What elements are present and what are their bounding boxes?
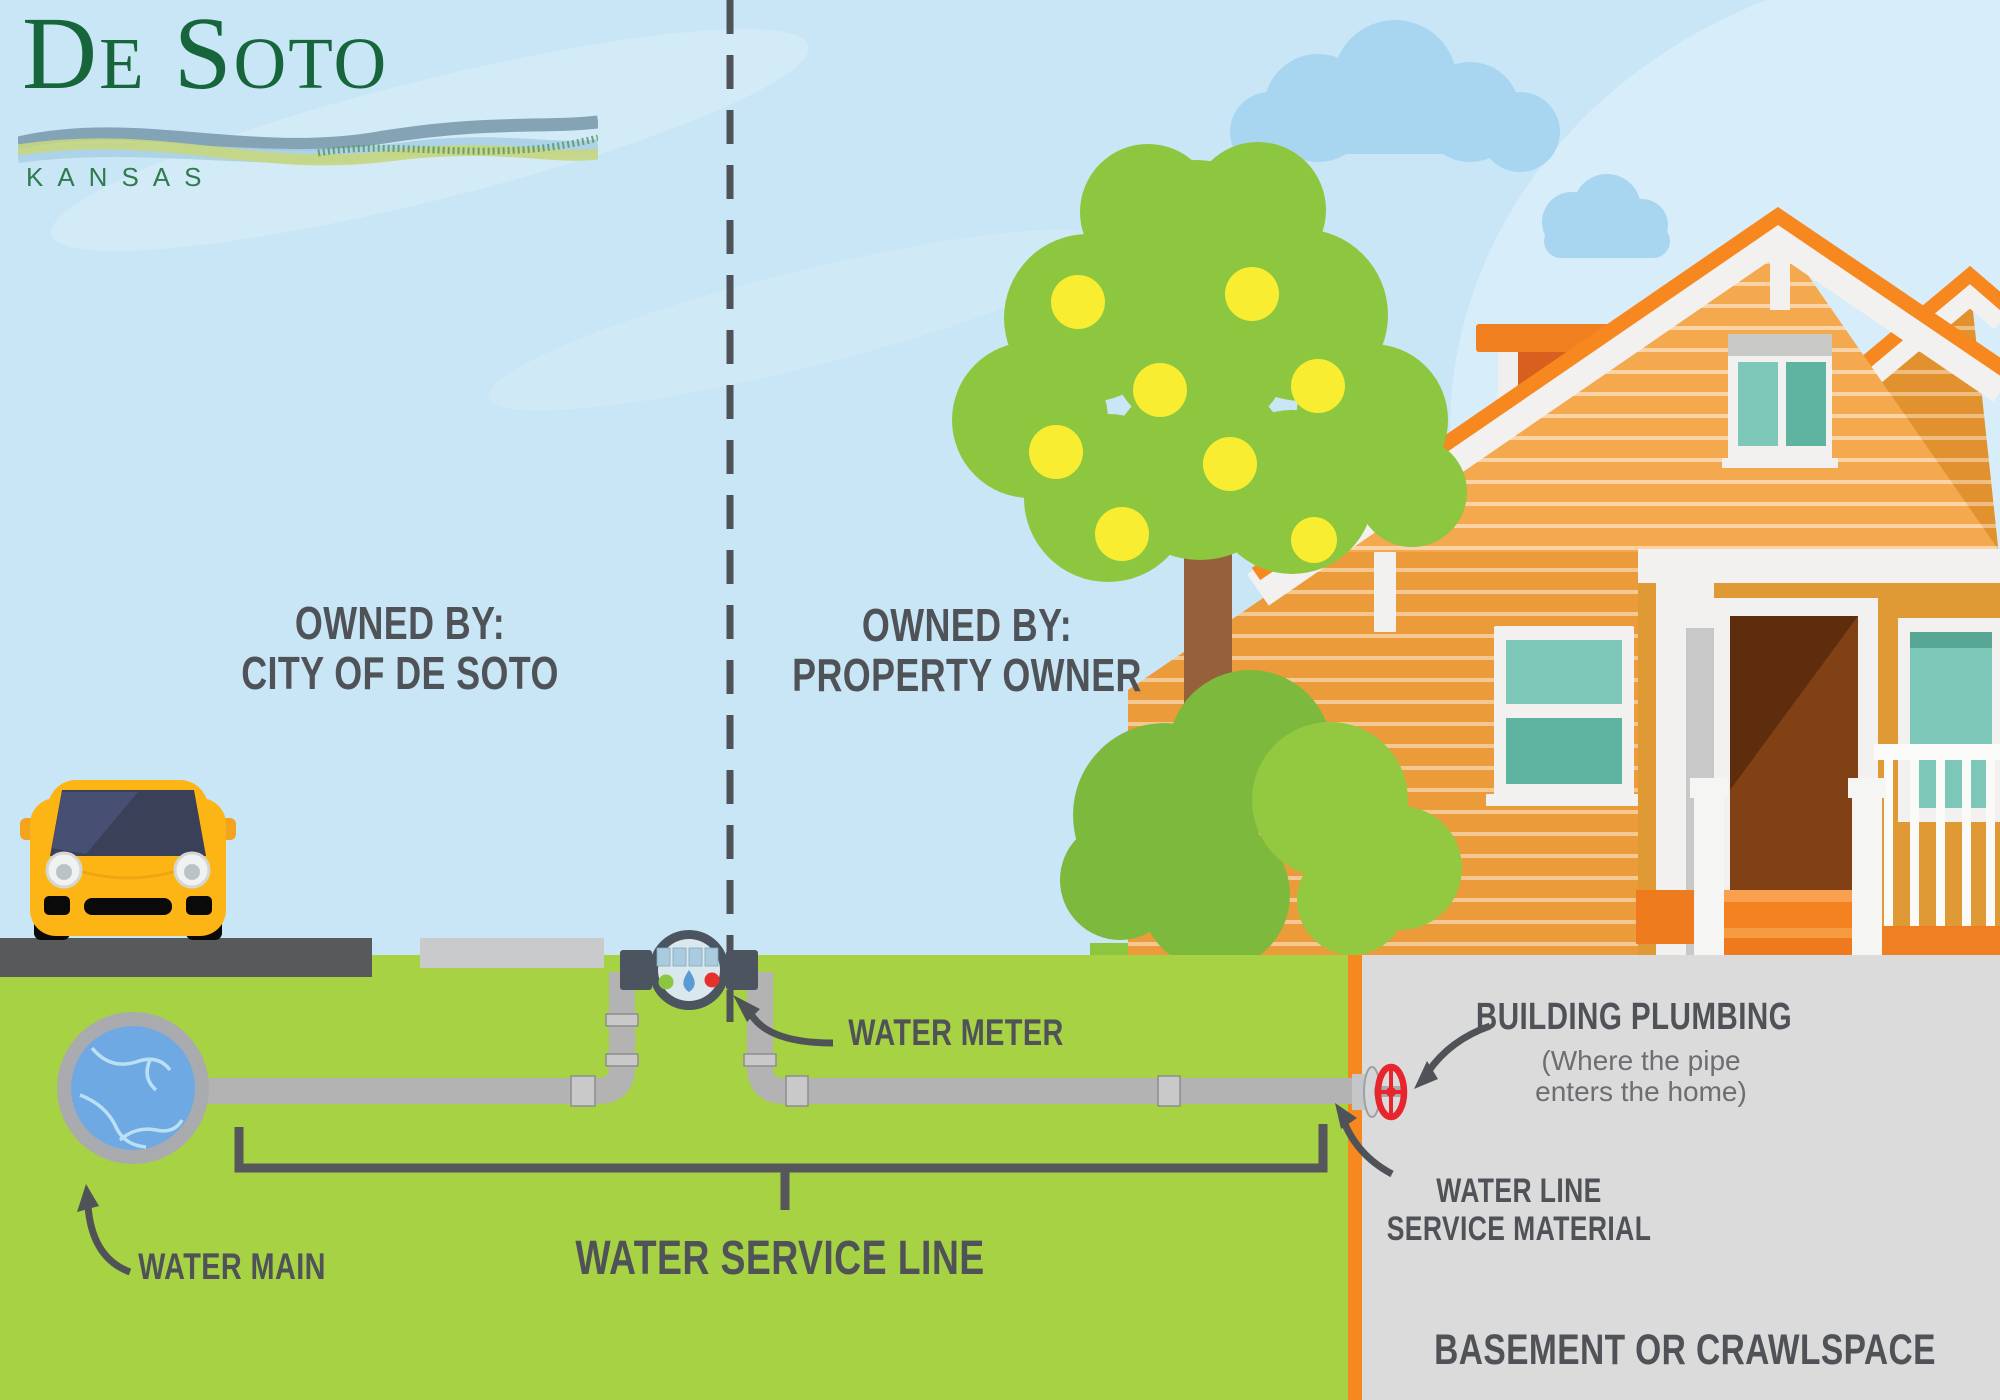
building-plumbing-label: BUILDING PLUMBING <box>1475 996 1793 1038</box>
sidewalk <box>420 938 604 968</box>
arrow-service-material <box>1340 1120 1394 1178</box>
bushes <box>1060 670 1462 970</box>
basement-label: BASEMENT OR CRAWLSPACE <box>1434 1326 1936 1374</box>
logo-state-name: KANSAS <box>26 162 216 192</box>
arrow-heads <box>77 995 1438 1212</box>
de-soto-logo: De Soto KANSAS <box>18 0 598 192</box>
cloud-icon-small <box>1542 174 1670 258</box>
water-line-service-material-label: WATER LINE SERVICE MATERIAL <box>1386 1172 1652 1248</box>
owned-by-property-label: OWNED BY: PROPERTY OWNER <box>792 599 1142 701</box>
logo-city-name: De Soto <box>22 0 389 111</box>
owned-by-city-label: OWNED BY: CITY OF DE SOTO <box>241 597 559 699</box>
meter-dials <box>656 947 719 967</box>
shutoff-valve-icon <box>1352 1063 1408 1121</box>
pipe-coupling <box>570 1013 1181 1107</box>
porch-railing <box>1874 744 2000 930</box>
porch-steps <box>1636 778 1886 957</box>
foundation-wall <box>1348 955 1362 1400</box>
basement-area <box>1362 955 2000 1400</box>
cloud-icon <box>1230 20 1560 172</box>
water-main-label: WATER MAIN <box>138 1246 326 1287</box>
front-door <box>1708 598 1878 900</box>
arrow-building-plumbing <box>1425 1022 1492 1075</box>
attic-window-front <box>1722 334 1838 468</box>
service-line-bracket <box>234 1124 1328 1210</box>
arrow-water-main <box>84 1205 132 1276</box>
water-meter-label: WATER METER <box>848 1012 1064 1053</box>
car <box>20 780 236 940</box>
window-left-wing <box>1486 626 1642 806</box>
tree-fruit <box>1029 267 1345 563</box>
water-meter-icon <box>620 930 758 1010</box>
underground-soil <box>0 955 1348 1400</box>
water-main-icon <box>57 1012 209 1164</box>
road <box>0 938 372 977</box>
water-service-line-label: WATER SERVICE LINE <box>575 1232 985 1285</box>
house <box>1128 206 2000 957</box>
logo-waves-icon <box>18 115 598 166</box>
front-gable <box>1308 232 2000 552</box>
water-drop-icon <box>683 970 695 992</box>
service-pipe <box>208 972 1358 1107</box>
building-plumbing-sublabel: (Where the pipe enters the home) <box>1535 1045 1747 1107</box>
